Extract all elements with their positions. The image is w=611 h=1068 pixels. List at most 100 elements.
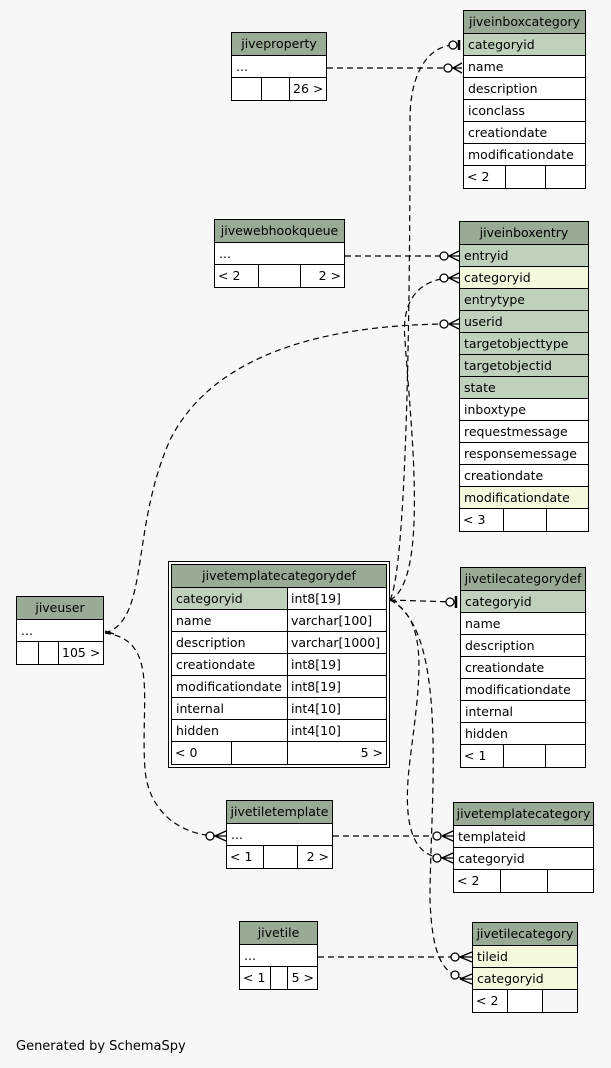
column-name: description: [172, 632, 288, 653]
table-jivetilecategorydef[interactable]: jivetilecategorydef categoryid name desc…: [460, 567, 586, 768]
crows-foot: [448, 272, 460, 284]
footer-children: 105 >: [62, 645, 101, 660]
footer-children: 2 >: [306, 849, 329, 864]
column-name: name: [172, 610, 288, 631]
footer-children: [548, 870, 593, 892]
table-footer: < 2: [464, 166, 585, 188]
edge-end-circle: [439, 319, 449, 329]
column-row: modificationdate: [461, 679, 585, 701]
column-row: modificationdate: [464, 144, 585, 166]
column-row: templateid: [454, 826, 593, 848]
column-row: internal int4[10]: [172, 698, 386, 720]
column-row: categoryid int8[19]: [172, 588, 386, 610]
table-footer: < 2: [454, 870, 593, 892]
table-jiveuser[interactable]: jiveuser ... 105 >: [16, 596, 104, 665]
column-row: modificationdate int8[19]: [172, 676, 386, 698]
footer-children: [546, 166, 585, 188]
footer-count: [271, 967, 288, 989]
table-footer: < 1 5 >: [240, 967, 317, 989]
table-jivetiletemplate[interactable]: jivetiletemplate ... < 1 2 >: [226, 800, 333, 869]
edge-end-circle: [432, 831, 442, 841]
column-row: creationdate: [460, 465, 588, 487]
column-type: varchar[100]: [291, 613, 373, 628]
table-title: jivetemplatecategory: [454, 803, 593, 826]
column-type: varchar[1000]: [291, 635, 381, 650]
column-type: int4[10]: [291, 723, 341, 738]
column-row: targetobjectid: [460, 355, 588, 377]
column-row: description: [464, 78, 585, 100]
table-title: jivetemplatecategorydef: [172, 565, 386, 588]
table-jiveinboxcategory[interactable]: jiveinboxcategory categoryid name descri…: [463, 10, 586, 189]
footer-parents: [17, 642, 39, 664]
column-row: description: [461, 635, 585, 657]
footer-children: [546, 745, 585, 767]
crows-foot: [452, 62, 463, 74]
footer-children: 2 >: [318, 268, 341, 283]
table-footer: < 1: [461, 745, 585, 767]
column-row: responsemessage: [460, 443, 588, 465]
edge-jivetemplatecategorydef-jivetemplatecategory: [389, 599, 447, 859]
footer-count: [508, 990, 543, 1012]
column-row: internal: [461, 701, 585, 723]
column-row: tileid: [473, 946, 577, 968]
column-row: name varchar[100]: [172, 610, 386, 632]
column-row: inboxtype: [460, 399, 588, 421]
edge-end-circle: [432, 853, 442, 863]
column-row: creationdate int8[19]: [172, 654, 386, 676]
column-row: ...: [232, 56, 326, 78]
crows-foot: [448, 318, 460, 330]
edge-end-circle: [450, 952, 460, 962]
table-jivetile[interactable]: jivetile ... < 1 5 >: [239, 921, 318, 990]
table-jivewebhookqueue[interactable]: jivewebhookqueue ... < 2 2 >: [214, 219, 345, 288]
source-tick: [104, 630, 115, 635]
edge-end-circle: [445, 597, 455, 607]
edge-end-circle: [443, 63, 453, 73]
column-name: modificationdate: [172, 676, 288, 697]
column-row: requestmessage: [460, 421, 588, 443]
table-jivetilecategory[interactable]: jivetilecategory tileid categoryid < 2: [472, 922, 578, 1013]
column-name: creationdate: [172, 654, 288, 675]
edge-end-circle: [439, 251, 449, 261]
crows-foot: [459, 951, 473, 963]
table-title: jivetilecategory: [473, 923, 577, 946]
footer-parents: < 0: [172, 742, 232, 764]
edge-jiveuser-jivetiletemplate: [104, 632, 219, 837]
table-footer: < 3: [460, 509, 588, 531]
footer-parents: < 2: [215, 265, 259, 287]
column-type: int8[19]: [291, 679, 341, 694]
column-type: int8[19]: [291, 657, 341, 672]
edge-jivetemplatecategorydef-jivetilecategorydef: [389, 599, 456, 603]
table-title: jivetiletemplate: [227, 801, 332, 824]
footer-count: [504, 509, 547, 531]
column-row: creationdate: [461, 657, 585, 679]
crows-foot: [214, 830, 227, 842]
footer-count: [506, 166, 546, 188]
edge-jivetemplatecategorydef-jiveinboxcategory: [389, 44, 456, 601]
column-row: state: [460, 377, 588, 399]
footer-children: 26 >: [293, 81, 324, 96]
footer-children: [547, 509, 588, 531]
table-jiveproperty[interactable]: jiveproperty ... 26 >: [231, 32, 327, 101]
footer-count: [262, 78, 290, 100]
column-row: description varchar[1000]: [172, 632, 386, 654]
table-jiveinboxentry[interactable]: jiveinboxentry entryid categoryid entryt…: [459, 221, 589, 532]
column-row: entrytype: [460, 289, 588, 311]
column-row: ...: [240, 945, 317, 967]
table-jivetemplatecategorydef[interactable]: jivetemplatecategorydef categoryid int8[…: [168, 561, 390, 768]
column-row: name: [461, 613, 585, 635]
footer-children: [543, 990, 577, 1012]
footer-parents: [232, 78, 262, 100]
column-row: modificationdate: [460, 487, 588, 509]
edge-end-circle: [450, 970, 460, 980]
edge-end-circle: [205, 831, 215, 841]
footer-parents: < 1: [461, 745, 504, 767]
table-footer: < 1 2 >: [227, 846, 332, 868]
column-row: categoryid: [464, 34, 585, 56]
footer-count: [232, 742, 288, 764]
table-title: jiveinboxcategory: [464, 11, 585, 34]
column-row: creationdate: [464, 122, 585, 144]
table-title: jivetilecategorydef: [461, 568, 585, 591]
table-jivetemplatecategory[interactable]: jivetemplatecategory templateid category…: [453, 802, 594, 893]
footer-count: [39, 642, 59, 664]
